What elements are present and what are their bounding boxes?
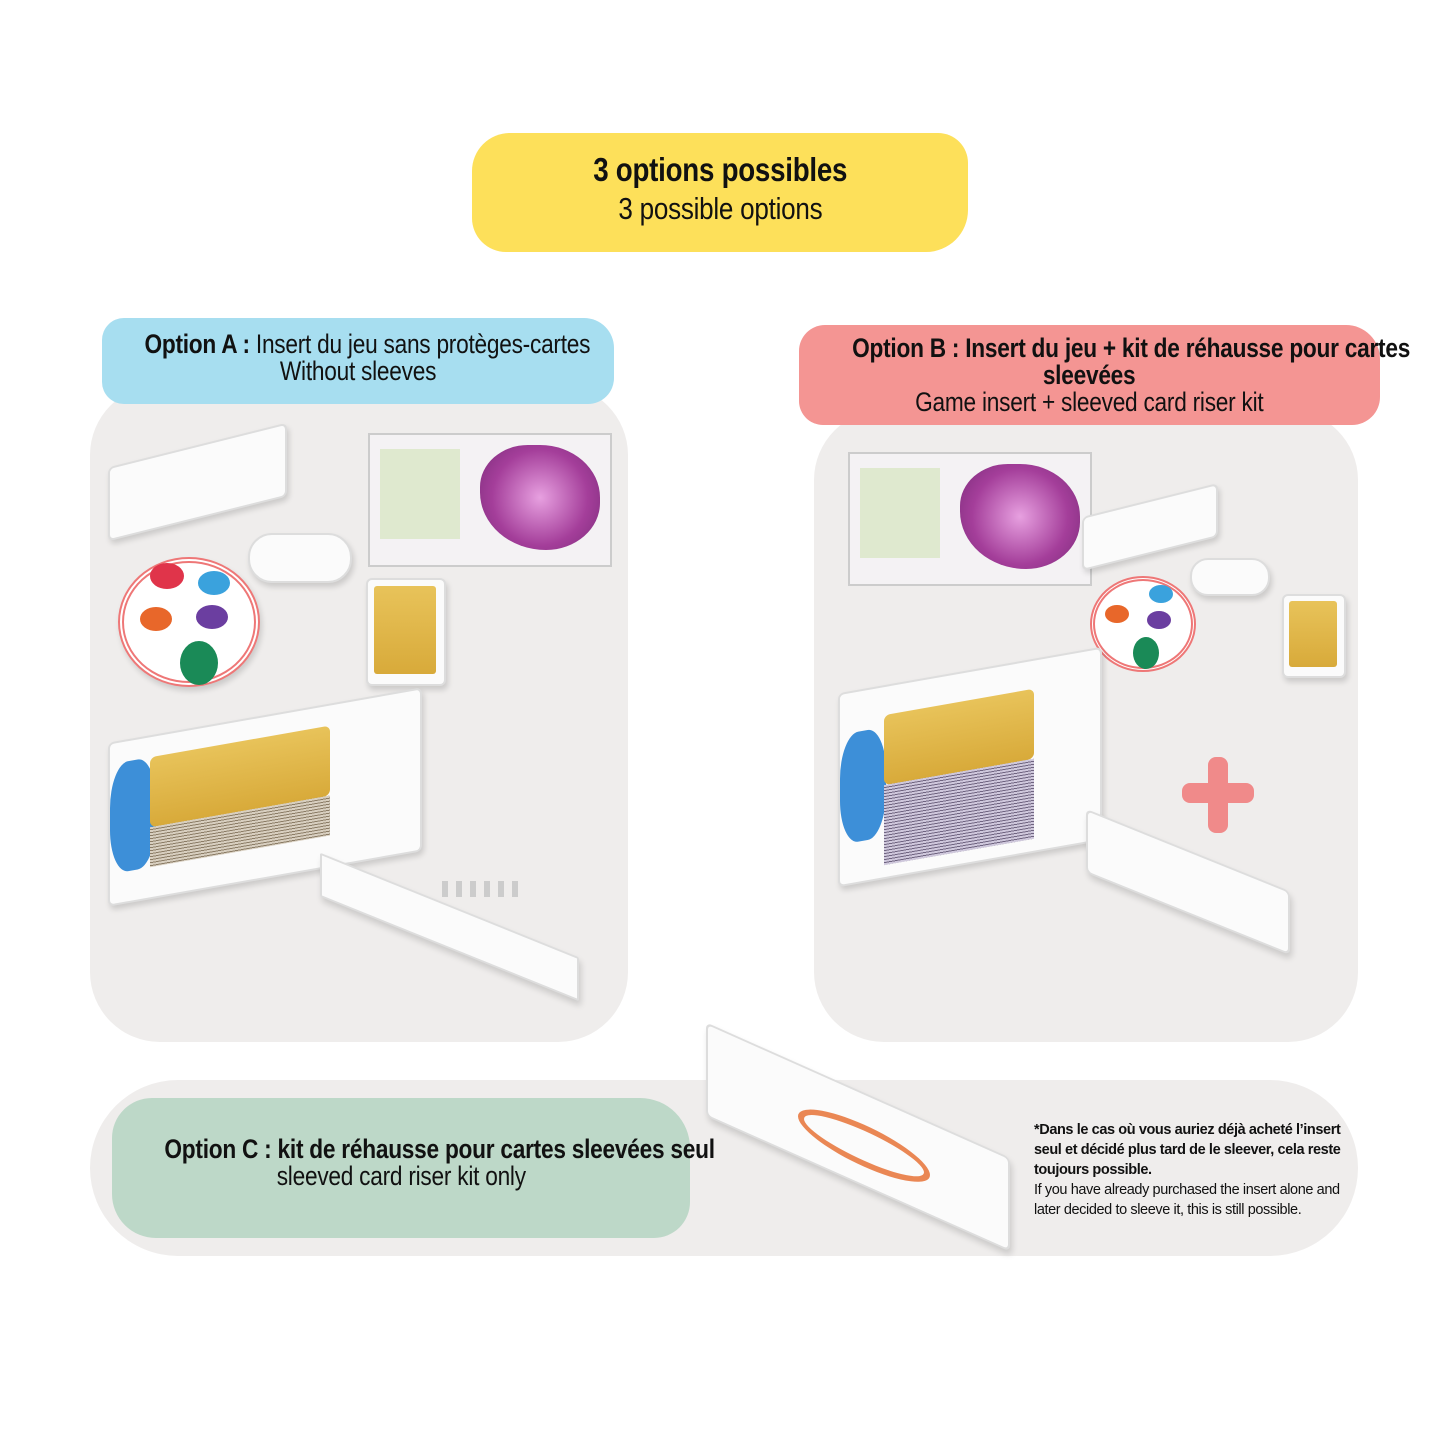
option-b-header: Option B : Insert du jeu + kit de réhaus…: [799, 325, 1410, 425]
option-b-en: Game insert + sleeved card riser kit: [915, 387, 1264, 417]
note-en: If you have already purchased the insert…: [1034, 1182, 1340, 1218]
option-a-en: Without sleeves: [279, 356, 437, 386]
title-en: 3 possible options: [618, 191, 822, 226]
yellow-token-tray-image: [366, 578, 446, 686]
pegs-image: [442, 881, 522, 897]
option-b-fr-line1: Insert du jeu + kit de réhausse pour car…: [965, 333, 1411, 363]
card-box-image: [108, 687, 422, 907]
title-banner: 3 options possibles 3 possible options: [472, 133, 968, 252]
yellow-token-tray-image: [1282, 594, 1346, 678]
option-c-fr: kit de réhausse pour cartes sleevées seu…: [277, 1134, 715, 1164]
option-a-fr: Insert du jeu sans protèges-cartes: [255, 329, 591, 359]
riser-kit-image: [1086, 808, 1290, 956]
option-a-panel: [90, 385, 628, 1042]
note-fr: *Dans le cas où vous auriez déjà acheté …: [1034, 1122, 1341, 1178]
player-board-image: [368, 433, 612, 567]
option-c-header: Option C : kit de réhausse pour cartes s…: [112, 1098, 715, 1238]
token-tray-image: [1082, 483, 1218, 571]
coin-tray-image: [1190, 558, 1270, 596]
option-b-fr-line2: sleevées: [1043, 360, 1136, 390]
option-a-label: Option A :: [144, 329, 250, 359]
ring-token-holder-image: [1090, 576, 1196, 672]
option-c-label: Option C :: [164, 1134, 272, 1164]
sleeving-note: *Dans le cas où vous auriez déjà acheté …: [1034, 1120, 1354, 1220]
option-a-header: Option A : Insert du jeu sans protèges-c…: [102, 318, 614, 404]
ring-token-holder-image: [118, 557, 260, 687]
option-b-label: Option B :: [852, 333, 960, 363]
plus-icon-bar: [1182, 783, 1254, 803]
sleeved-card-box-image: [838, 646, 1102, 888]
coin-tray-image: [248, 533, 352, 583]
token-tray-image: [108, 422, 287, 542]
player-board-image: [848, 452, 1092, 586]
riser-bracket-image: [320, 852, 579, 1002]
title-fr: 3 options possibles: [593, 151, 847, 188]
option-c-en: sleeved card riser kit only: [276, 1161, 526, 1191]
option-b-panel: [814, 410, 1358, 1042]
